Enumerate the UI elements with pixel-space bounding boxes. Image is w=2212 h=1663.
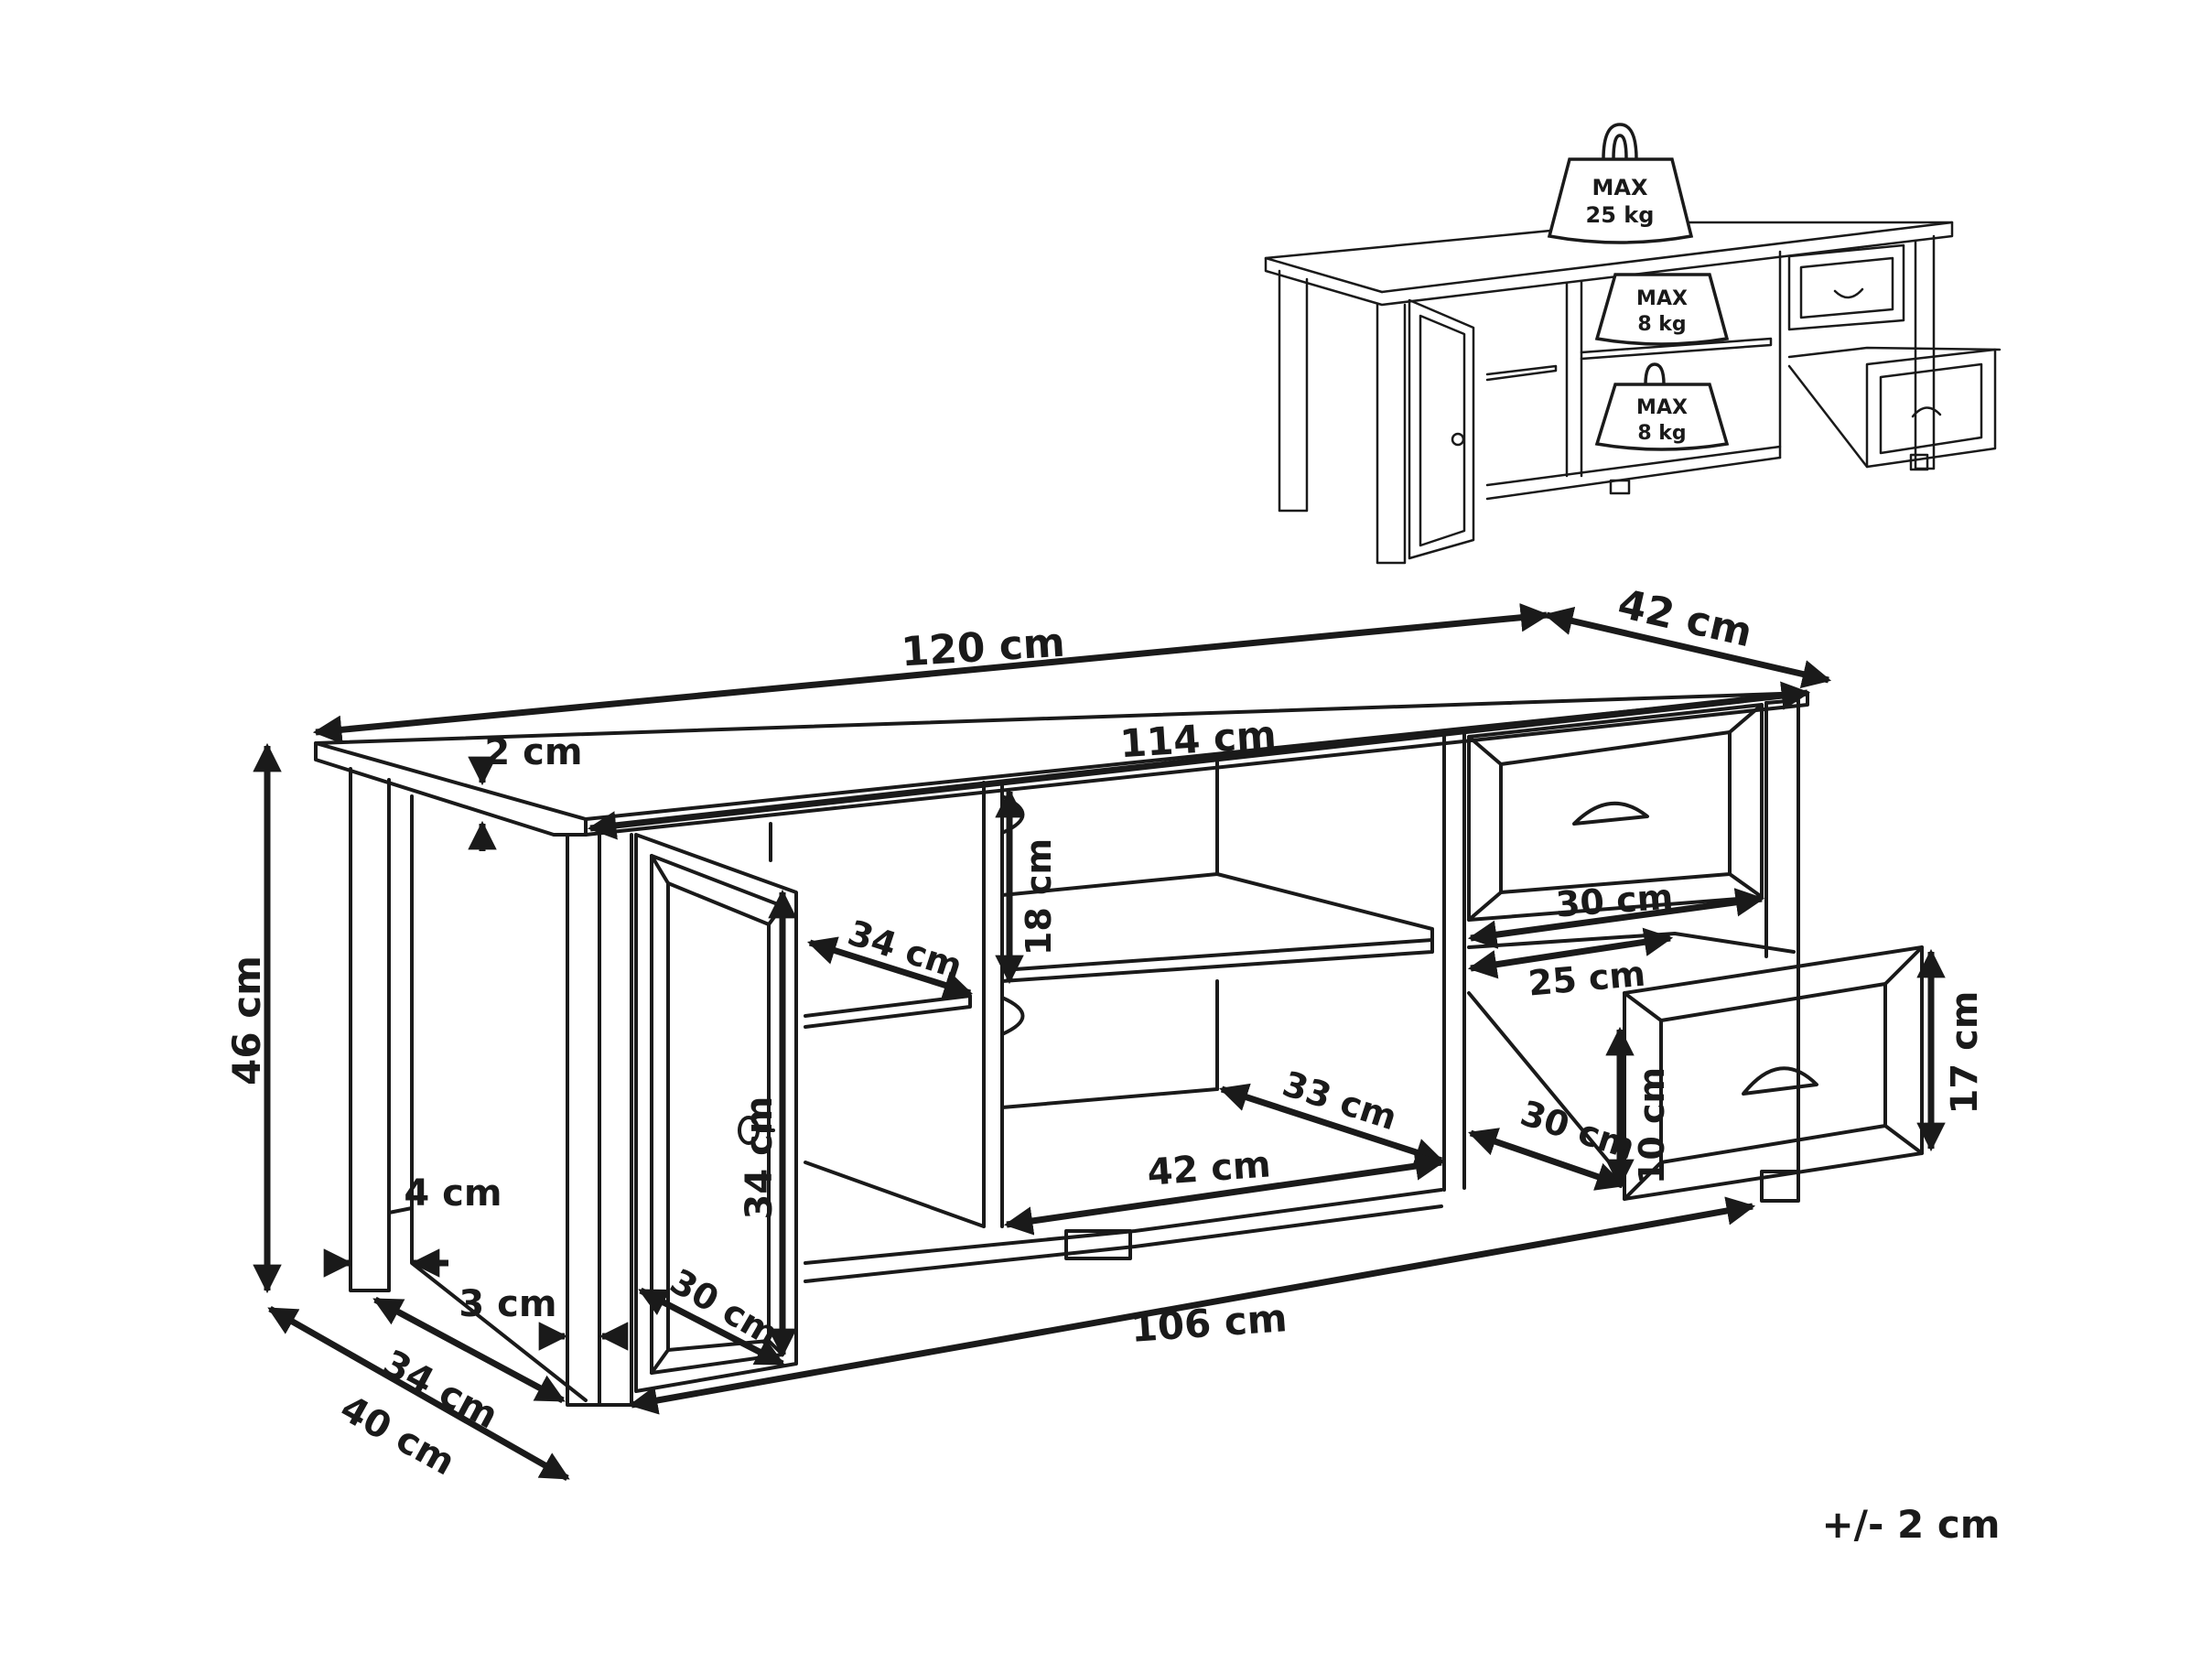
label-shelf-height: 18 cm bbox=[1019, 838, 1059, 956]
label-leg-width: 4 cm bbox=[404, 1172, 502, 1215]
weight-icon-8kg-lower: MAX 8 kg bbox=[1594, 362, 1730, 451]
small-door bbox=[1408, 298, 1475, 560]
weight-8-upper-line1: MAX bbox=[1636, 287, 1688, 310]
dimension-labels: 120 cm 42 cm 114 cm 2 cm 46 cm 4 cm 3 cm… bbox=[224, 580, 2001, 1547]
tolerance-note: +/- 2 cm bbox=[1821, 1502, 2000, 1547]
weight-icon-8kg-upper: MAX 8 kg bbox=[1594, 273, 1730, 346]
label-center-width: 42 cm bbox=[1146, 1143, 1272, 1193]
small-drawer-top bbox=[1787, 243, 1905, 331]
weight-25-line1: MAX bbox=[1592, 175, 1648, 200]
bottom-drawer-handle-icon bbox=[1742, 1066, 1818, 1096]
label-inner-width: 114 cm bbox=[1118, 712, 1278, 766]
weight-8-upper-line2: 8 kg bbox=[1637, 313, 1686, 336]
weight-25-line2: 25 kg bbox=[1586, 202, 1655, 228]
label-total-width: 120 cm bbox=[900, 620, 1066, 676]
weight-8-lower-line2: 8 kg bbox=[1637, 422, 1686, 445]
label-door-height: 34 cm bbox=[739, 1096, 781, 1220]
dimension-lines bbox=[253, 603, 1946, 1482]
load-capacity-illustration: MAX 25 kg MAX 8 kg MAX 8 kg bbox=[1264, 123, 2002, 565]
label-drawer-inner-height: 10 cm bbox=[1632, 1067, 1672, 1184]
label-height: 46 cm bbox=[224, 956, 269, 1085]
small-drawer-open bbox=[1865, 348, 1997, 469]
label-base-width: 106 cm bbox=[1129, 1295, 1289, 1351]
top-drawer-handle-icon bbox=[1572, 801, 1649, 826]
label-side-inset: 3 cm bbox=[459, 1283, 556, 1325]
weight-8-lower-line1: MAX bbox=[1636, 396, 1688, 419]
label-drawer-front-height: 17 cm bbox=[1944, 991, 1986, 1115]
weight-icon-25kg: MAX 25 kg bbox=[1547, 123, 1694, 244]
label-top-thickness: 2 cm bbox=[484, 731, 582, 773]
label-drawer-width: 30 cm bbox=[1555, 877, 1675, 925]
